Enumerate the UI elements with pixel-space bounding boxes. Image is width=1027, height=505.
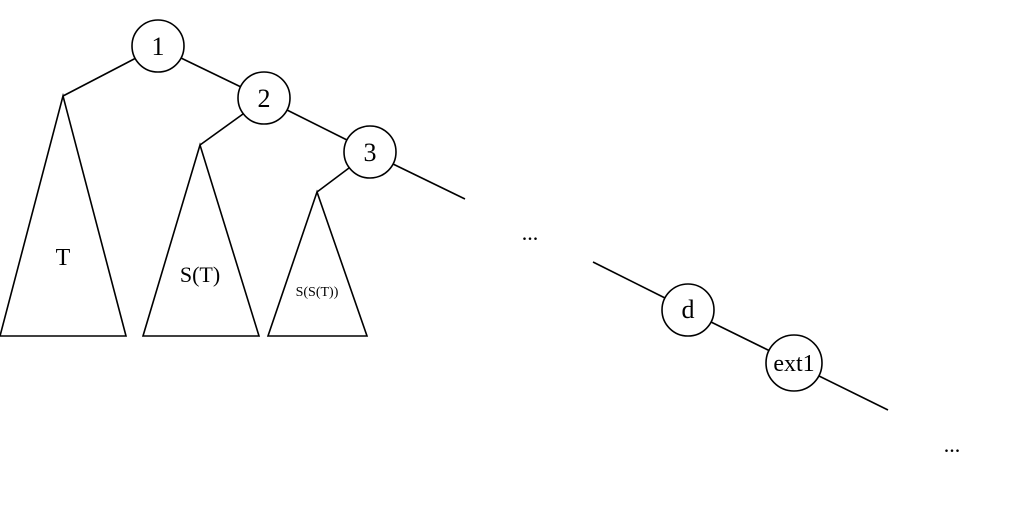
- subtree-label-T: T: [56, 245, 71, 271]
- node-ext1: ext1: [765, 334, 823, 392]
- ellipsis-end: ...: [944, 432, 961, 457]
- node-3: 3: [343, 125, 397, 179]
- node-label-2: 2: [258, 84, 271, 113]
- node-2: 2: [237, 71, 291, 125]
- subtree-T: [0, 92, 128, 337]
- node-label-d: d: [682, 295, 695, 324]
- node-1: 1: [131, 19, 185, 73]
- node-label-ext1: ext1: [773, 351, 814, 377]
- subtree-label-S-T: S(T): [180, 262, 220, 287]
- edge-d-ext1: [710, 321, 771, 352]
- edge-3-SST: [316, 167, 350, 193]
- node-d: d: [661, 283, 715, 337]
- subtree-S-S-T: [266, 189, 369, 337]
- edge-3-continuation: [392, 163, 466, 200]
- edge-into-d: [592, 261, 666, 299]
- edge-2-ST: [199, 113, 244, 146]
- subtree-S-T: [141, 142, 261, 337]
- node-label-1: 1: [152, 32, 165, 61]
- edge-1-2: [180, 57, 242, 88]
- edge-ext1-continuation: [816, 374, 889, 411]
- edge-2-3: [286, 109, 348, 141]
- subtree-label-S-S-T: S(S(T)): [296, 285, 339, 300]
- edge-1-T: [62, 57, 137, 97]
- node-label-3: 3: [364, 138, 377, 167]
- ellipsis-middle: ...: [522, 220, 539, 245]
